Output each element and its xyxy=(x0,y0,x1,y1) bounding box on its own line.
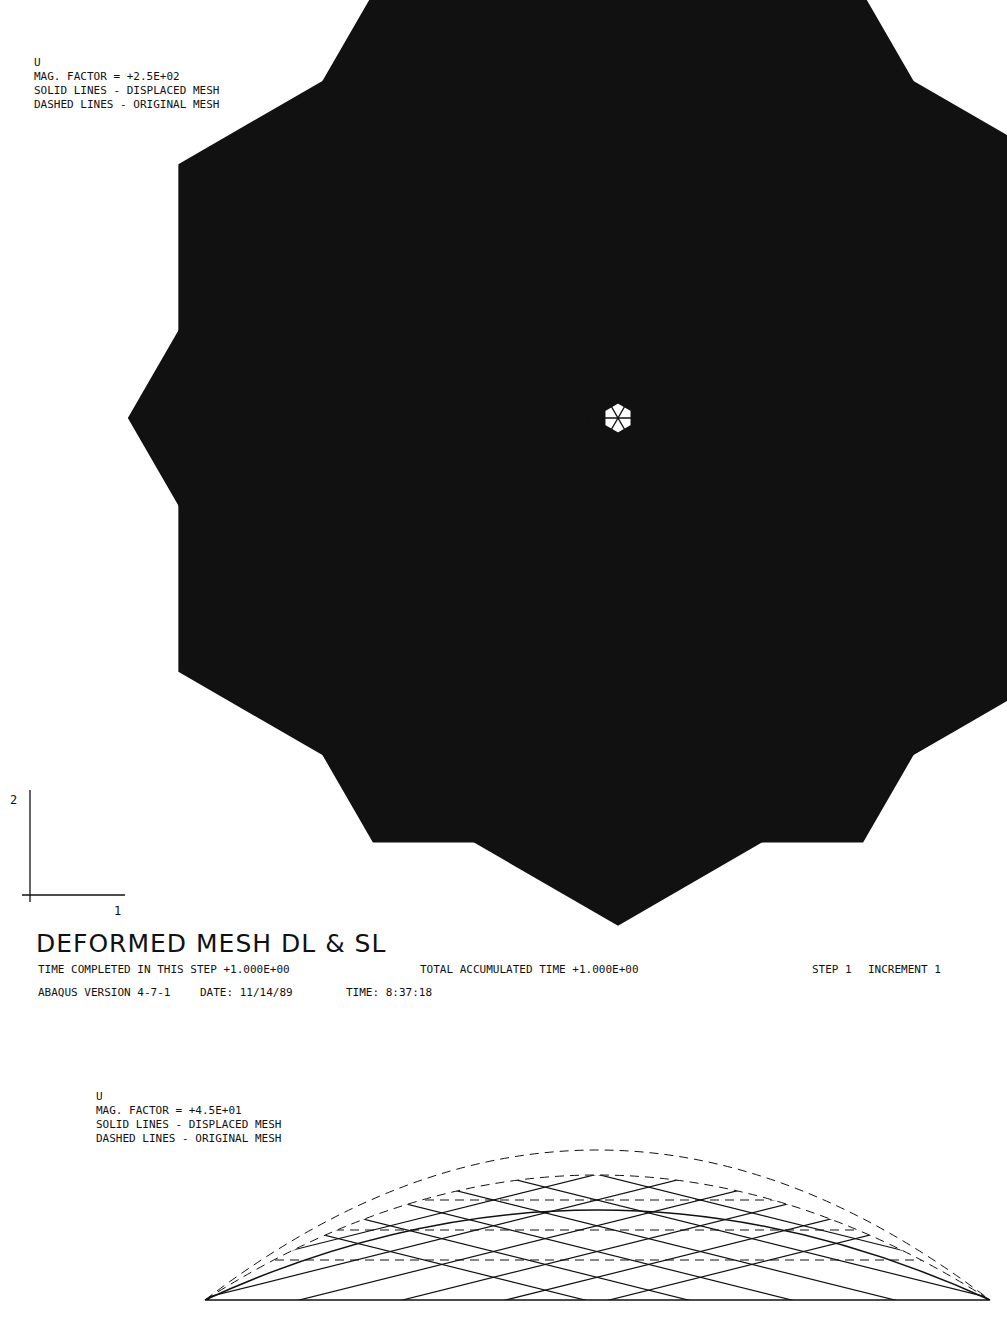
magnification-note: MAG. FACTOR = +4.5E+01 xyxy=(96,1104,242,1117)
time-info: TIME: 8:37:18 xyxy=(346,986,432,999)
plot-title: DEFORMED MESH DL & SL xyxy=(36,930,386,958)
step-info: TIME COMPLETED IN THIS STEP +1.000E+00 xyxy=(38,963,290,976)
date-info: DATE: 11/14/89 xyxy=(200,986,293,999)
displaced-rings xyxy=(241,56,994,781)
version-info: ABAQUS VERSION 4-7-1 xyxy=(38,986,170,999)
variable-name: U xyxy=(34,56,41,69)
axis-label: 1 xyxy=(114,905,121,918)
magnification-note: MAG. FACTOR = +2.5E+02 xyxy=(34,70,180,83)
step-info: INCREMENT 1 xyxy=(868,963,941,976)
original-profile xyxy=(205,1175,990,1300)
line-key: SOLID LINES - DISPLACED MESH xyxy=(96,1118,281,1131)
line-key: DASHED LINES - ORIGINAL MESH xyxy=(96,1132,281,1145)
variable-name: U xyxy=(96,1090,103,1103)
line-key: SOLID LINES - DISPLACED MESH xyxy=(34,84,219,97)
step-info: STEP 1 xyxy=(812,963,852,976)
axis-triad xyxy=(22,790,125,902)
line-key: DASHED LINES - ORIGINAL MESH xyxy=(34,98,219,111)
geodesic-grid xyxy=(74,0,1007,975)
axis-label: 2 xyxy=(10,794,17,807)
displaced-profile xyxy=(205,1210,990,1300)
dome-boundary xyxy=(229,29,1007,807)
elevation-mesh xyxy=(91,1030,1007,1334)
step-info: TOTAL ACCUMULATED TIME +1.000E+00 xyxy=(420,963,639,976)
